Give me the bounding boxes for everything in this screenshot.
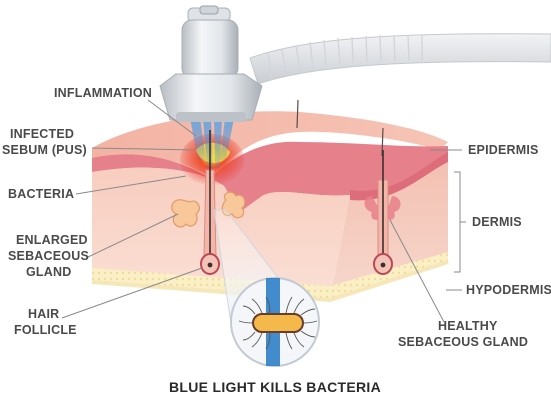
diagram-caption: BLUE LIGHT KILLS BACTERIA xyxy=(169,379,381,395)
left-leader-lines xyxy=(61,99,203,319)
label-inflammation: INFLAMMATION xyxy=(54,86,152,100)
label-hair-1: HAIR xyxy=(28,307,59,321)
light-device-icon xyxy=(159,5,263,122)
side-epidermis-edge xyxy=(350,152,448,201)
hypodermis-edge xyxy=(91,260,449,303)
label-enlarged-1: ENLARGED xyxy=(16,233,88,247)
hair-follicle xyxy=(200,130,220,275)
label-enlarged-2: SEBACEOUS xyxy=(8,249,89,263)
magnifier-inset xyxy=(213,209,320,367)
label-healthy-2: SEBACEOUS GLAND xyxy=(398,335,528,349)
label-dermis: DERMIS xyxy=(472,215,522,229)
label-infected-sebum-2: SEBUM (PUS) xyxy=(2,143,87,157)
surface-hairs xyxy=(296,99,384,157)
label-infected-sebum-1: INFECTED xyxy=(10,127,74,141)
label-epidermis: EPIDERMIS xyxy=(468,143,539,157)
label-healthy-1: HEALTHY xyxy=(438,319,498,333)
hose-icon xyxy=(249,33,551,85)
label-bacteria: BACTERIA xyxy=(8,187,74,201)
healthy-sebaceous-gland xyxy=(364,150,401,275)
bacterium-icon xyxy=(238,296,318,350)
right-leader-lines xyxy=(389,149,466,323)
enlarged-sebaceous-gland xyxy=(171,191,246,228)
label-hypodermis: HYPODERMIS xyxy=(466,283,551,297)
label-enlarged-3: GLAND xyxy=(26,265,71,279)
label-hair-2: FOLLICLE xyxy=(14,323,77,337)
